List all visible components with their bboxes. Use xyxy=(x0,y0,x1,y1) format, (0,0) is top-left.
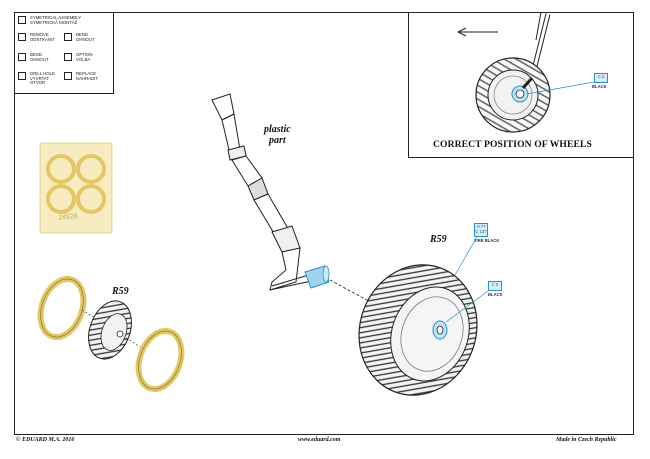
small-wheel-assembly xyxy=(37,275,185,393)
part-label-r59-right: R59 xyxy=(430,234,447,245)
symbol-legend xyxy=(14,12,114,94)
legend-label: ODSTRANIT xyxy=(30,36,55,42)
legend-label: SYMETRICKÁ MONTÁŽ xyxy=(30,19,78,25)
footer-copyright: © EDUARD M.A. 2016 xyxy=(16,437,75,443)
large-wheel xyxy=(358,234,489,396)
part-label-r59-left: R59 xyxy=(112,286,129,297)
legend-label: BEND xyxy=(76,32,88,37)
replace-icon xyxy=(64,72,72,80)
legend-item-symmetrical: SYMETRICAL ASSEMBLY SYMETRICKÁ MONTÁŽ xyxy=(30,15,110,25)
bend-icon xyxy=(64,33,72,41)
legend-item-drill: DRILL HOLE VYVRTAT OTVOR xyxy=(30,71,62,86)
legend-item-replace: REPLACE NAHRADIT xyxy=(76,71,110,81)
plastic-part-label: plastic part xyxy=(264,124,291,146)
inset-color-label: BLACK xyxy=(592,84,607,89)
inset-correct-position xyxy=(408,12,634,158)
color-code: C 2 xyxy=(597,74,605,79)
drill-hole-icon xyxy=(18,72,26,80)
tire-color-label: TIRE BLACK xyxy=(474,238,500,243)
tire-color-callout: H 77 C 137 xyxy=(474,223,488,237)
footer-website: www.eduard.com xyxy=(298,437,341,443)
inset-wheel xyxy=(475,11,595,133)
plastic-label-line2: part xyxy=(269,135,286,146)
inset-caption: CORRECT POSITION OF WHEELS xyxy=(433,139,592,150)
legend-item-bend: BEND OHNOUT xyxy=(76,32,106,42)
landing-gear-leg xyxy=(211,93,330,291)
legend-label: SYMETRICAL ASSEMBLY xyxy=(30,15,82,20)
legend-label: OHNOUT xyxy=(76,36,95,42)
legend-item-remove: REMOVE ODSTRANIT xyxy=(30,32,58,42)
legend-label: VYVRTAT OTVOR xyxy=(30,75,50,86)
hub-color-callout: C 2 xyxy=(488,281,502,291)
remove-icon xyxy=(18,33,26,41)
color-code: H 77 xyxy=(476,224,486,229)
bend-icon xyxy=(18,53,26,61)
legend-label: NAHRADIT xyxy=(76,75,98,81)
legend-label: DRILL HOLE xyxy=(30,71,55,76)
page-frame xyxy=(14,12,634,435)
mask-sheet xyxy=(39,142,113,234)
legend-label: REMOVE xyxy=(30,32,49,37)
legend-label: OHNOUT xyxy=(30,56,49,62)
legend-item-option: OPTION VOLBA xyxy=(76,52,106,62)
inset-color-callout: C 2 xyxy=(594,73,608,83)
option-icon xyxy=(64,53,72,61)
footer-made-in: Made in Czech Republic xyxy=(556,437,617,443)
symmetrical-icon xyxy=(18,16,26,24)
legend-label: BEND xyxy=(30,52,42,57)
direction-arrow xyxy=(457,27,498,37)
legend-label: REPLACE xyxy=(76,71,97,76)
color-code: C 2 xyxy=(491,282,499,287)
legend-label: OPTION xyxy=(76,52,93,57)
color-code: C 137 xyxy=(475,229,487,234)
hub-color-label: BLACK xyxy=(488,292,503,297)
legend-label: VOLBA xyxy=(76,56,91,62)
plastic-label-line1: plastic xyxy=(264,124,291,135)
legend-item-bend-2: BEND OHNOUT xyxy=(30,52,58,62)
